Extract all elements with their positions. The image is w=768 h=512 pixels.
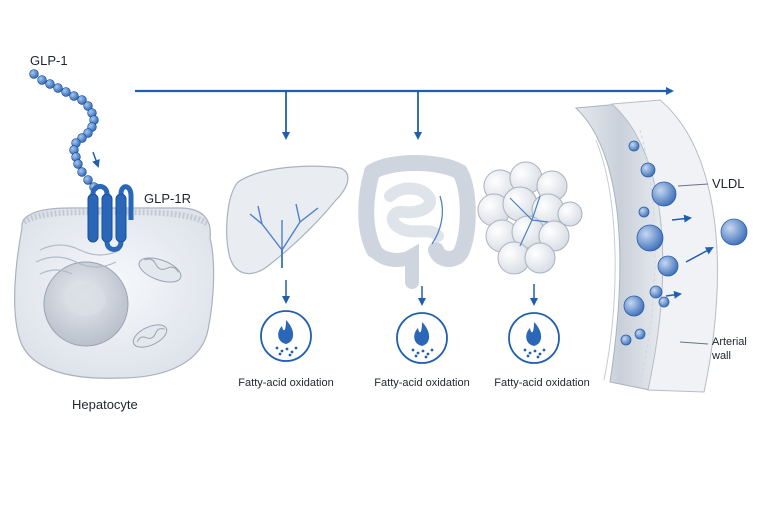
vldl-particle xyxy=(640,162,656,178)
vldl-particle xyxy=(649,285,663,299)
peptide-bead xyxy=(29,69,39,79)
vldl-particle xyxy=(620,334,632,346)
peptide-bead xyxy=(73,159,83,169)
oxidation-label-intestine: Fatty-acid oxidation xyxy=(374,377,470,389)
arterial-wall-label-line2: wall xyxy=(712,350,731,362)
adipocyte xyxy=(524,242,556,274)
peptide-bead xyxy=(77,95,87,105)
peptide-bead xyxy=(83,175,93,185)
adipocyte xyxy=(502,186,538,222)
vldl-particle xyxy=(720,218,748,246)
vldl-particle xyxy=(638,206,650,218)
oxidation-label-liver: Fatty-acid oxidation xyxy=(238,377,334,389)
vldl-particle xyxy=(636,224,664,252)
peptide-bead xyxy=(37,75,47,85)
peptide-bead xyxy=(61,87,71,97)
glp1-label: GLP-1 xyxy=(30,53,68,68)
artery-vessel xyxy=(574,99,718,393)
oxidation-label-adipose: Fatty-acid oxidation xyxy=(494,377,590,389)
adipocyte xyxy=(538,220,570,252)
flame-icon xyxy=(508,312,560,364)
arterial-wall-leader-line xyxy=(679,341,709,345)
peptide-bead xyxy=(77,133,87,143)
peptide-bead xyxy=(83,128,93,138)
peptide-bead xyxy=(45,79,55,89)
glp1r-receptor xyxy=(87,184,134,252)
liver-organ xyxy=(226,165,349,275)
glp1r-label: GLP-1R xyxy=(144,191,191,206)
vldl-label: VLDL xyxy=(712,176,745,191)
peptide-bead xyxy=(53,83,63,93)
flame-icon xyxy=(260,310,312,362)
vldl-leader-line xyxy=(677,183,709,187)
vldl-particles xyxy=(620,140,748,346)
peptide-bead xyxy=(69,91,79,101)
peptide-bead xyxy=(77,167,87,177)
hepatocyte-cell xyxy=(14,207,215,379)
vldl-particle xyxy=(658,296,670,308)
vldl-particle xyxy=(623,295,645,317)
vldl-particle xyxy=(651,181,677,207)
arrow-right-icon xyxy=(665,290,682,299)
vldl-particle xyxy=(634,328,646,340)
glp1-peptide-chain xyxy=(29,69,99,192)
vldl-particle xyxy=(657,255,679,277)
hepatocyte-label: Hepatocyte xyxy=(72,397,138,412)
intestine-organ xyxy=(358,155,476,289)
arrow-right-icon xyxy=(671,214,692,223)
arrow-right-icon xyxy=(685,247,714,263)
vldl-particle xyxy=(628,140,640,152)
arrow-down-icon xyxy=(92,151,100,168)
adipose-cluster xyxy=(477,161,583,275)
peptide-bead xyxy=(83,101,93,111)
flame-icon xyxy=(396,312,448,364)
adipocyte xyxy=(557,201,583,227)
arterial-wall-label-line1: Arterial xyxy=(712,336,747,348)
